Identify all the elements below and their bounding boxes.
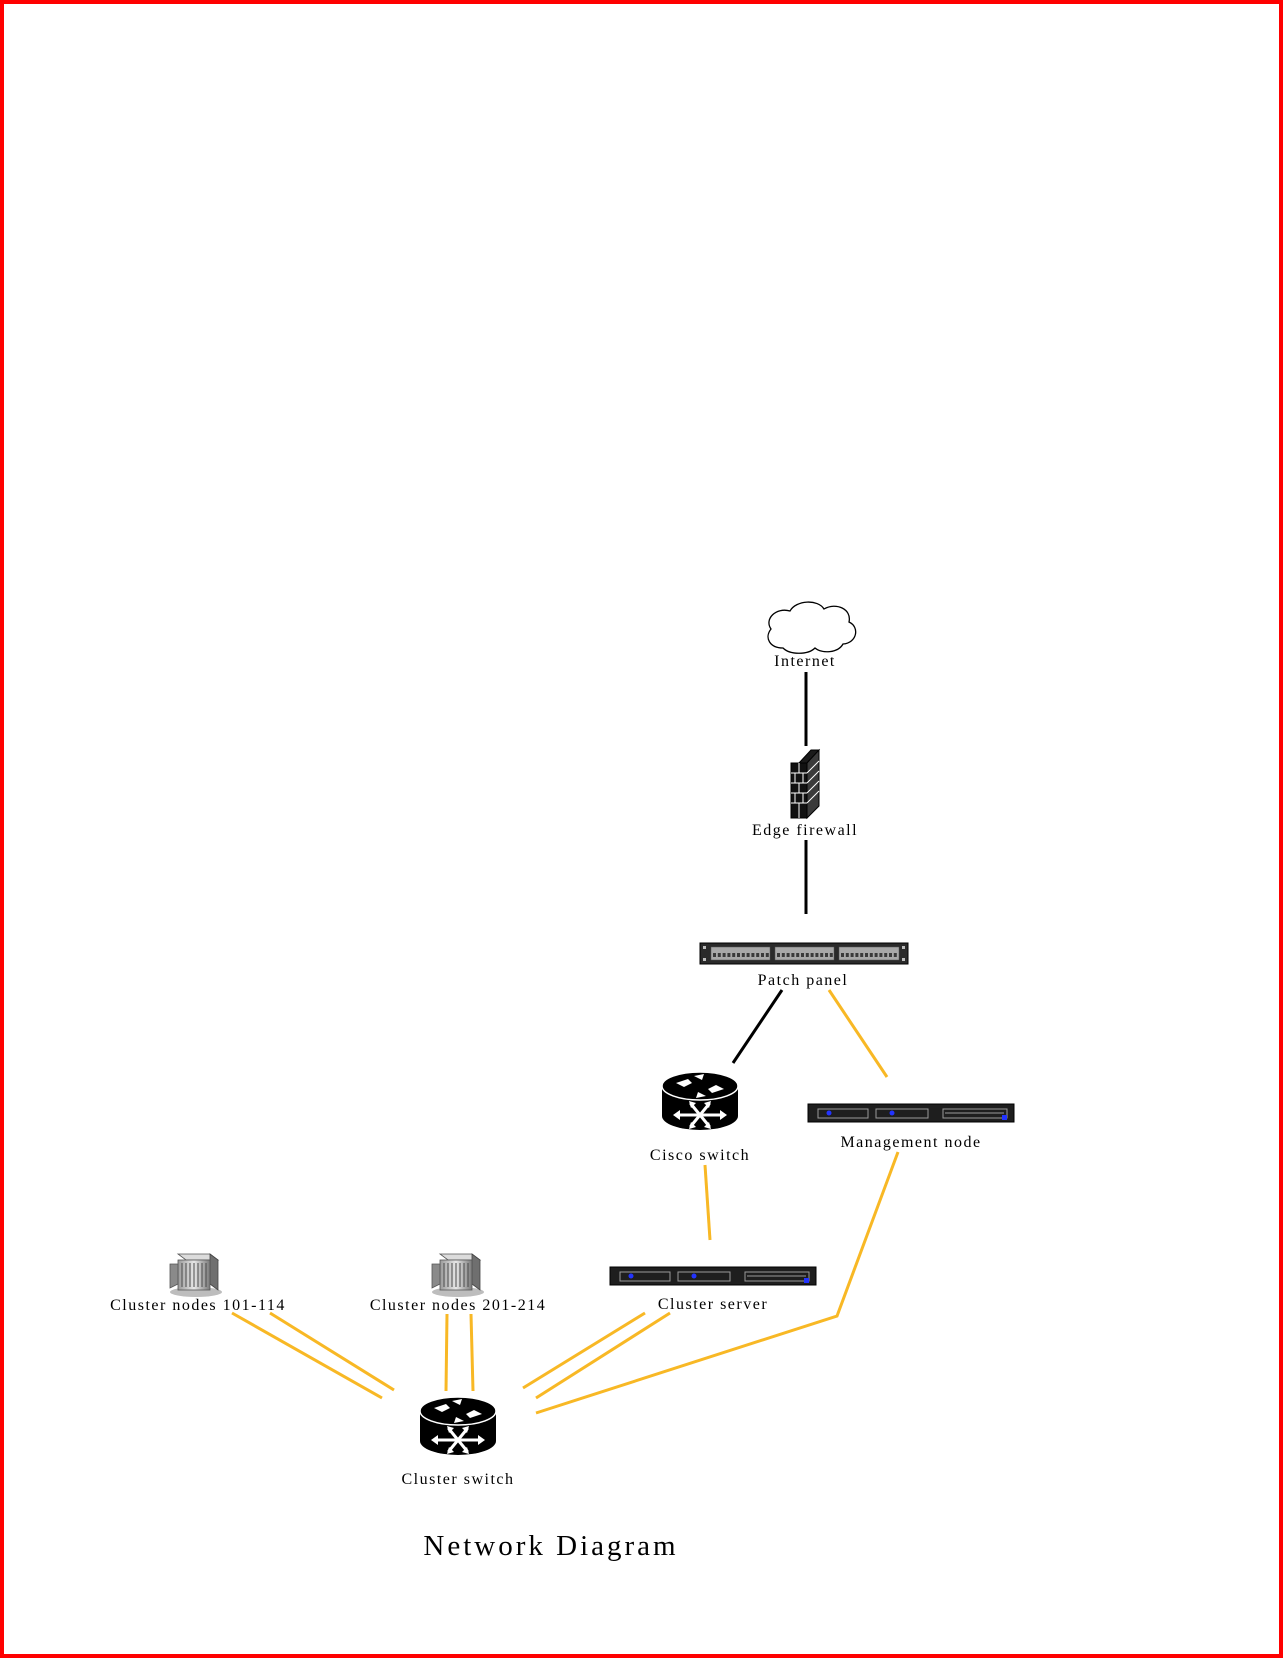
edge-firewall-label: Edge firewall	[752, 822, 858, 839]
diagram-title: Network Diagram	[423, 1530, 678, 1562]
link-cluster-nodes-101-cluster-switch-2	[269, 1311, 395, 1392]
link-cluster-nodes-201-cluster-switch-1	[444, 1313, 449, 1392]
blade-chassis-icon	[431, 1253, 484, 1297]
management-node-label: Management node	[840, 1134, 981, 1151]
link-cisco-switch-cluster-server	[703, 1164, 712, 1241]
links	[231, 672, 900, 1415]
link-patch-panel-management-node	[827, 989, 889, 1078]
cluster-server-label: Cluster server	[658, 1296, 768, 1313]
internet-label: Internet	[774, 653, 836, 670]
link-cluster-server-cluster-switch-1	[522, 1311, 646, 1390]
node-cluster-nodes-101-114: Cluster nodes 101-114	[110, 1253, 286, 1314]
cluster-nodes-201-label: Cluster nodes 201-214	[370, 1297, 546, 1314]
link-cluster-server-cluster-switch-2	[535, 1311, 671, 1400]
blade-chassis-icon	[169, 1253, 222, 1297]
switch-icon	[661, 1071, 739, 1130]
node-edge-firewall: Edge firewall	[752, 748, 858, 839]
link-patch-panel-cisco-switch	[731, 989, 784, 1064]
node-cluster-switch: Cluster switch	[402, 1396, 515, 1488]
node-patch-panel: Patch panel	[699, 942, 909, 989]
link-management-node-cluster-switch	[535, 1151, 900, 1415]
rack-server-icon	[609, 1266, 817, 1286]
switch-icon	[419, 1396, 497, 1455]
patch-panel-label: Patch panel	[758, 972, 849, 989]
node-internet: Internet	[767, 601, 857, 670]
cluster-nodes-101-label: Cluster nodes 101-114	[110, 1297, 286, 1314]
cisco-switch-label: Cisco switch	[650, 1147, 750, 1164]
patch-panel-icon	[699, 942, 909, 965]
node-cisco-switch: Cisco switch	[650, 1071, 750, 1164]
node-cluster-server: Cluster server	[609, 1266, 817, 1313]
cloud-icon	[767, 601, 857, 654]
node-management-node: Management node	[807, 1103, 1015, 1151]
node-cluster-nodes-201-214: Cluster nodes 201-214	[370, 1253, 546, 1314]
link-cluster-nodes-101-cluster-switch-1	[231, 1311, 383, 1400]
rack-server-icon	[807, 1103, 1015, 1123]
firewall-icon	[790, 748, 821, 820]
cluster-switch-label: Cluster switch	[402, 1471, 515, 1488]
link-cluster-nodes-201-cluster-switch-2	[469, 1313, 475, 1392]
